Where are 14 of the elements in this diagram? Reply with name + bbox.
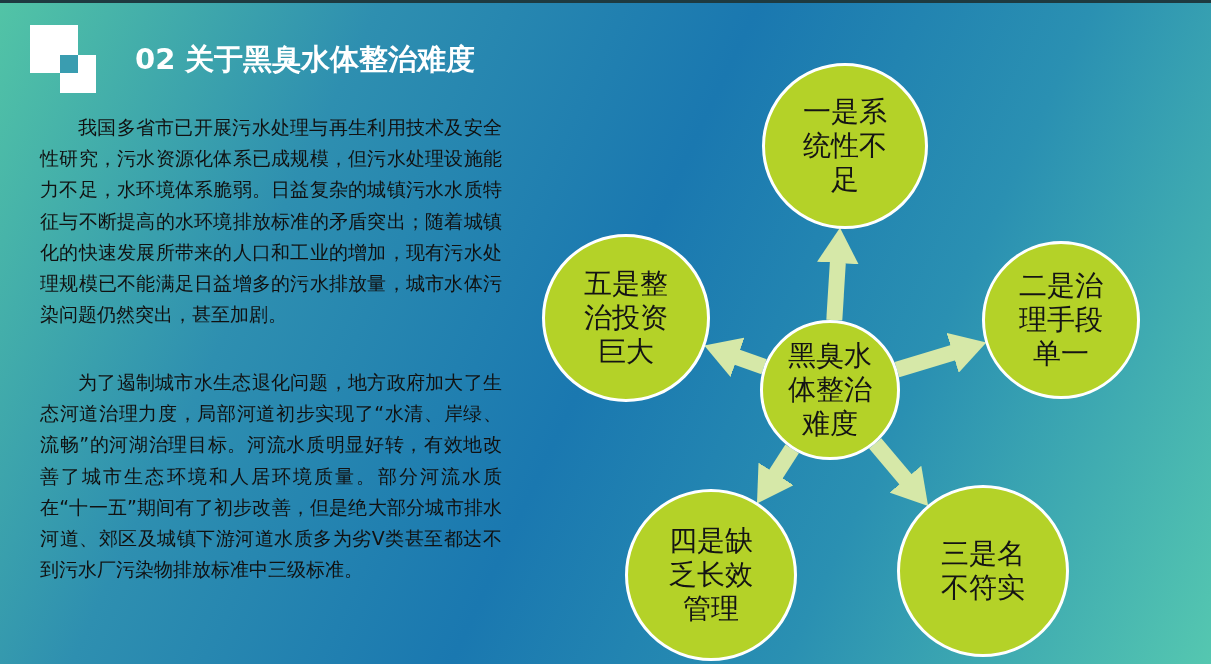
arrow — [869, 438, 929, 507]
body-paragraph: 为了遏制城市水生态退化问题，地方政府加大了生态河道治理力度，局部河道初步实现了“水清、岸绿、流畅”的河湖治理目标。河流水质明显好转，有效地改善了城市生态环境和人居环境质量。部分河流水质在“十一五”期间有了初步改善，但是绝大部分城市排水河道、郊区及城镇下游河道水质多为劣V类甚至都达不到污水厂污染物排放标准中三级标准。 — [40, 370, 502, 583]
arrow — [757, 444, 799, 504]
arrow — [704, 337, 767, 377]
circle-label: 三是名不符实 — [940, 537, 1026, 605]
body-paragraph: 我国多省市已开展污水处理与再生利用技术及安全性研究，污水资源化体系已成规模，但污水处理设施能力不足，水环境体系脆弱。日益复杂的城镇污水水质特征与不断提高的水环境排放标准的矛盾突出；随着城镇化的快速发展所带来的人口和工业的增加，现有污水处理规模已不能满足日益增多的污水排放量，城市水体污染问题仍然突出，甚至加剧。 — [40, 115, 502, 328]
arrow — [817, 227, 859, 321]
circle-label: 四是缺乏长效管理 — [668, 524, 754, 626]
circle-label: 五是整治投资巨大 — [583, 267, 669, 369]
circle-label: 黑臭水体整治难度 — [787, 339, 873, 441]
circle-label: 二是治理手段单一 — [1018, 269, 1104, 371]
slide-title: 02 关于黑臭水体整治难度 — [135, 41, 476, 78]
circle-label: 一是系统性不足 — [802, 95, 888, 197]
arrow — [894, 332, 987, 378]
